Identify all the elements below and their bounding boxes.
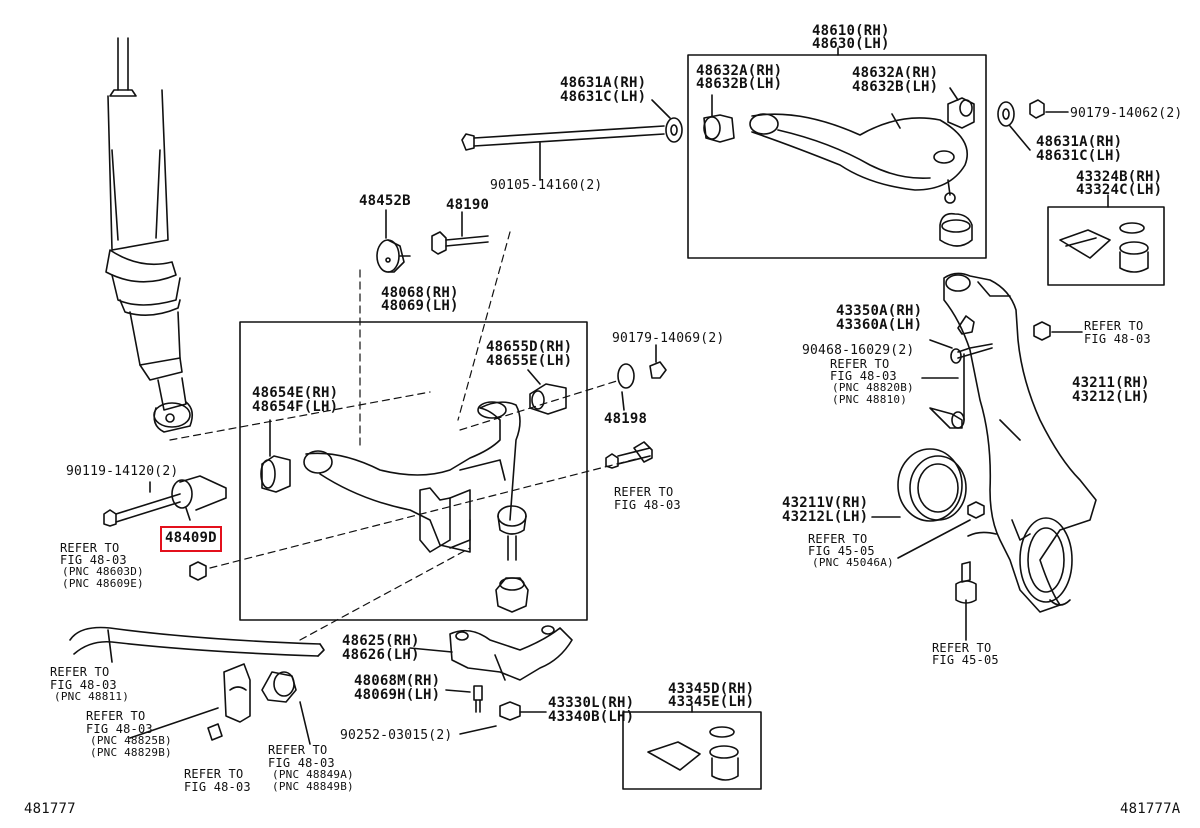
lower-control-arm-drawing (303, 401, 521, 553)
refer-note-8[interactable]: REFER TO (86, 709, 146, 723)
refer-note-5[interactable]: REFER TO (808, 532, 868, 546)
part-label-43324c: 43324C(LH) (1076, 182, 1163, 198)
part-label-90105-14160: 90105-14160(2) (490, 178, 603, 193)
part-label-48632a-left: 48632A(RH) (696, 63, 783, 79)
refer-note-3-fig[interactable]: FIG 48-03 (614, 498, 681, 512)
part-label-43324b: 43324B(RH) (1076, 169, 1163, 185)
part-label-48630: 48630(LH) (812, 36, 890, 52)
refer-note-10-fig[interactable]: FIG 48-03 (184, 780, 251, 794)
refer-note-9[interactable]: REFER TO (268, 743, 328, 757)
part-label-48631c-right: 48631C(LH) (1036, 148, 1123, 164)
upper-control-arm-drawing (749, 113, 973, 247)
bracket-drawing (449, 625, 573, 681)
part-label-48632b-right: 48632B(LH) (852, 79, 939, 95)
long-bolt-drawing (461, 125, 665, 181)
shock-absorber-drawing (105, 37, 194, 433)
part-label-43330l: 43330L(RH) (548, 695, 635, 711)
washer-drawing (665, 117, 683, 143)
part-label-48654e: 48654E(RH) (252, 385, 339, 401)
refer-note-2[interactable]: REFER TO (830, 357, 890, 371)
refer-note-6-fig[interactable]: FIG 45-05 (932, 653, 999, 667)
part-label-48655d: 48655D(RH) (486, 339, 573, 355)
part-label-90468-16029: 90468-16029(2) (802, 343, 915, 358)
refer-note-7[interactable]: REFER TO (50, 665, 110, 679)
refer-note-4-fig[interactable]: FIG 48-03 (60, 553, 127, 567)
boot-kit-box (1047, 206, 1165, 286)
refer-note-1[interactable]: REFER TO (1084, 319, 1144, 333)
part-label-48631c-top: 48631C(LH) (560, 89, 647, 105)
stabilizer-bar-drawing (69, 626, 325, 663)
part-label-90179-14062: 90179-14062(2) (1070, 106, 1183, 121)
refer-note-4-pnc-a: (PNC 48603D) (62, 565, 144, 578)
part-label-48409d[interactable]: 48409D (165, 530, 217, 546)
illustration-code-right: 481777A (1120, 801, 1181, 817)
refer-note-2-fig[interactable]: FIG 48-03 (830, 369, 897, 383)
part-label-48452b: 48452B (359, 193, 411, 209)
part-label-43360a: 43360A(LH) (836, 317, 923, 333)
illustration-code-left: 481777 (24, 801, 76, 817)
refer-note-8-fig[interactable]: FIG 48-03 (86, 722, 153, 736)
part-label-43212l: 43212L(LH) (782, 509, 869, 525)
part-label-43350a: 43350A(RH) (836, 303, 923, 319)
upper-arm-box (687, 54, 987, 259)
part-label-48632a-right: 48632A(RH) (852, 65, 939, 81)
part-label-43212: 43212(LH) (1072, 389, 1150, 405)
oil-seal-drawing (897, 448, 967, 522)
part-label-48198: 48198 (604, 411, 648, 427)
part-label-43211: 43211(RH) (1072, 375, 1150, 391)
part-label-48190: 48190 (446, 197, 490, 213)
part-label-48625: 48625(RH) (342, 633, 420, 649)
refer-note-10[interactable]: REFER TO (184, 767, 244, 781)
ball-joint-drawing (497, 505, 527, 561)
steering-knuckle-drawing (943, 272, 1097, 613)
refer-note-7-fig[interactable]: FIG 48-03 (50, 678, 117, 692)
part-label-43340b: 43340B(LH) (548, 709, 635, 725)
part-label-48069: 48069(LH) (381, 298, 459, 314)
refer-note-7-pnc: (PNC 48811) (54, 690, 130, 703)
refer-note-5-fig[interactable]: FIG 45-05 (808, 544, 875, 558)
refer-note-8-pnc-b: (PNC 48829B) (90, 746, 172, 759)
refer-note-2-pnc-a: (PNC 48820B) (832, 381, 914, 394)
refer-note-9-pnc-a: (PNC 48849A) (272, 768, 354, 781)
part-label-90179-14069: 90179-14069(2) (612, 331, 725, 346)
part-label-48654f: 48654F(LH) (252, 399, 339, 415)
part-label-43345e: 43345E(LH) (668, 694, 755, 710)
part-label-48068m: 48068M(RH) (354, 673, 441, 689)
part-label-48631a-top: 48631A(RH) (560, 75, 647, 91)
part-label-48655e: 48655E(LH) (486, 353, 573, 369)
refer-note-9-fig[interactable]: FIG 48-03 (268, 756, 335, 770)
refer-note-4[interactable]: REFER TO (60, 541, 120, 555)
refer-note-2-pnc-b: (PNC 48810) (832, 393, 908, 406)
part-label-43211v: 43211V(RH) (782, 495, 869, 511)
refer-note-6[interactable]: REFER TO (932, 641, 992, 655)
part-label-48068: 48068(RH) (381, 285, 459, 301)
highlight-box-48409d (160, 526, 222, 552)
refer-note-3[interactable]: REFER TO (614, 485, 674, 499)
part-label-90252-03015: 90252-03015(2) (340, 728, 453, 743)
part-label-48626: 48626(LH) (342, 647, 420, 663)
refer-note-4-pnc-b: (PNC 48609E) (62, 577, 144, 590)
part-label-48631a-right: 48631A(RH) (1036, 134, 1123, 150)
refer-note-1-fig[interactable]: FIG 48-03 (1084, 332, 1151, 346)
part-label-43345d: 43345D(RH) (668, 681, 755, 697)
part-label-48610: 48610(RH) (812, 23, 890, 39)
part-label-48632b-left: 48632B(LH) (696, 76, 783, 92)
part-label-48069h: 48069H(LH) (354, 687, 441, 703)
refer-note-9-pnc-b: (PNC 48849B) (272, 780, 354, 793)
cam-drawing (376, 239, 411, 273)
refer-note-8-pnc-a: (PNC 48825B) (90, 734, 172, 747)
part-label-90119-14120: 90119-14120(2) (66, 464, 179, 479)
refer-note-5-pnc: (PNC 45046A) (812, 556, 894, 569)
